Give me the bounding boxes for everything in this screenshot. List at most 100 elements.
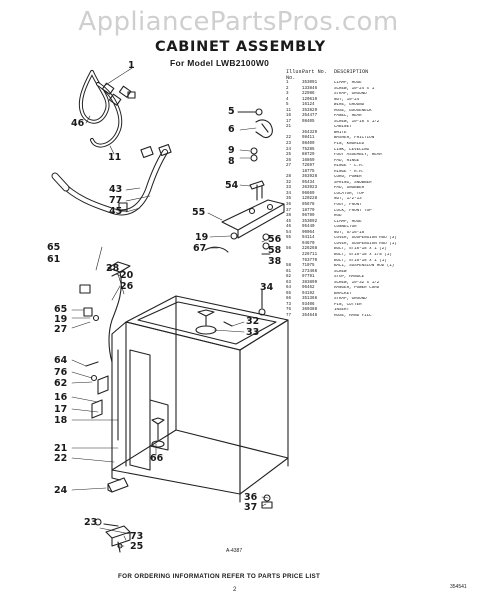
watermark: AppliancePartsPros.com <box>78 7 399 37</box>
part-no-cell: 96799 <box>302 214 315 219</box>
document-code: 354541 <box>450 584 467 590</box>
illus-no-cell: 73 <box>286 302 292 307</box>
illus-no-cell: 22 <box>286 136 292 141</box>
part-no-cell: 98411 <box>302 136 315 141</box>
part-no-cell: 226268 <box>302 247 318 252</box>
part-no-cell: 16124 <box>302 103 315 108</box>
illus-no-cell: 26 <box>286 158 292 163</box>
illus-no-cell: 62 <box>286 275 292 280</box>
locator-screw <box>258 289 266 316</box>
part-no-cell: 71075 <box>302 264 315 269</box>
illus-no-cell: 63 <box>286 280 292 285</box>
description-cell: HOSE, GOOSENECK <box>334 108 372 113</box>
callout-54: 54 <box>225 180 239 191</box>
illus-no-cell: 23 <box>286 142 292 147</box>
callout-65-top: 65 <box>47 242 61 253</box>
leveling-foot <box>107 477 129 493</box>
description-cell: BOLT, 5/16-18 x 1/8 (1) <box>334 252 392 257</box>
art-number: A-4387 <box>226 548 243 554</box>
illus-no-cell: 33 <box>286 186 292 191</box>
header-illus-no: Illus. No. <box>286 69 305 81</box>
illus-no-cell: 64 <box>286 286 292 291</box>
part-no-cell: 363928 <box>302 175 318 180</box>
description-cell: HINGE - L.H. <box>334 164 365 169</box>
callout-45: 45 <box>109 206 123 217</box>
callout-56: 56 <box>268 234 282 245</box>
callout-21: 21 <box>54 443 68 454</box>
callout-46: 46 <box>71 118 85 129</box>
description-cell: INSERT <box>334 308 350 313</box>
callout-27: 27 <box>54 324 68 335</box>
part-no-cell: 98409 <box>302 142 315 147</box>
illus-no-cell: 25 <box>286 153 292 158</box>
callout-19-top: 19 <box>195 232 209 243</box>
part-no-cell: 353092 <box>302 219 318 224</box>
callout-38: 38 <box>268 256 282 267</box>
description-cell: SCREW, 10-32 x 1/2 <box>334 280 380 285</box>
part-no-cell: 95434 <box>302 180 315 185</box>
gooseneck-hose <box>51 143 172 216</box>
description-cell: COVER, SUSPENSION ROD (1) <box>334 241 397 246</box>
part-no-cell: 360388 <box>302 308 318 313</box>
callout-66: 66 <box>150 453 164 464</box>
callout-11: 11 <box>108 152 122 163</box>
callout-16: 16 <box>54 392 68 403</box>
illus-no-cell: 66 <box>286 297 292 302</box>
illus-no-cell: 17 <box>286 119 292 124</box>
callout-76: 76 <box>54 367 68 378</box>
part-no-cell: 120619 <box>302 97 318 102</box>
description-cell: FOOT, FRONT <box>334 203 362 208</box>
description-cell: BRACKET <box>334 291 352 296</box>
callout-19-mid: 19 <box>54 314 68 325</box>
description-cell: HOSE, HAND FILL <box>334 313 372 318</box>
screw-and-strap-parts <box>237 108 273 201</box>
description-cell: BOLT, 5/16-18 x 1 (2) <box>334 247 387 252</box>
description-cell: SCREW, 10-16 x 1/2 <box>334 119 380 124</box>
part-no-cell: 354648 <box>302 313 318 318</box>
illus-no-cell: 77 <box>286 313 292 318</box>
part-no-cell: 226711 <box>302 252 318 257</box>
illus-no-cell: 28 <box>286 175 292 180</box>
part-no-cell: 364329 <box>302 130 318 135</box>
page-number: 2 <box>233 587 237 593</box>
part-no-cell: 75285 <box>302 147 315 152</box>
description-cell: CLAMP, HOSE <box>334 219 362 224</box>
callout-23: 23 <box>84 517 98 528</box>
part-no-cell: 133846 <box>302 86 318 91</box>
description-cell: SCREW <box>334 269 347 274</box>
description-cell: LOCATOR, TOP <box>334 191 365 196</box>
illus-no-cell: 35 <box>286 197 292 202</box>
illus-no-cell: 65 <box>286 291 292 296</box>
description-cell: NUT, 10-24 <box>334 97 360 102</box>
part-no-cell: 94114 <box>302 236 315 241</box>
callout-65-mid: 65 <box>54 304 68 315</box>
illus-no-cell: 21 <box>286 125 292 130</box>
description-cell: PAD, HINGE <box>334 158 360 163</box>
description-cell: BOLT, 5/16-18 x 1 (1) <box>334 258 387 263</box>
table-row: 77 354648 HOSE, HAND FILL <box>286 314 436 320</box>
illus-no-cell: 1 <box>286 81 289 85</box>
callout-20: 20 <box>120 270 134 281</box>
description-cell: WASHER, FRICTION <box>334 136 375 141</box>
description-cell: BALL, SUSPENSION ROD (1) <box>334 264 395 269</box>
illus-no-cell: 27 <box>286 164 292 169</box>
callout-17: 17 <box>54 404 68 415</box>
part-no-cell: 97791 <box>302 275 315 280</box>
illus-no-cell: 56 <box>286 247 292 252</box>
callout-55: 55 <box>192 207 206 218</box>
description-cell: PIN, KNURLED <box>334 142 365 147</box>
